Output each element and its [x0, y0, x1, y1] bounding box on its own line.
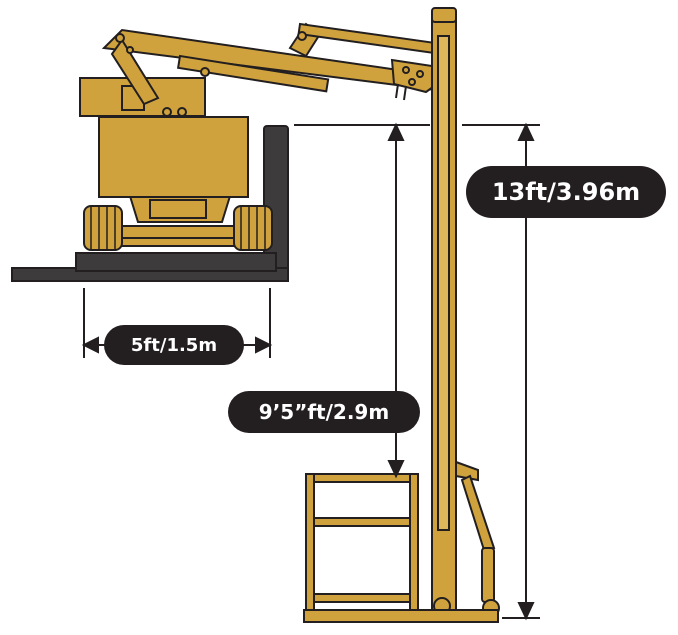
track-width-label: 5ft/1.5m — [104, 325, 244, 365]
mast-lift — [303, 7, 500, 623]
lift-height-label: 9’5”ft/2.9m — [228, 391, 420, 433]
mounted-boom-lift — [79, 22, 442, 251]
overall-height-label: 13ft/3.96m — [466, 166, 666, 218]
